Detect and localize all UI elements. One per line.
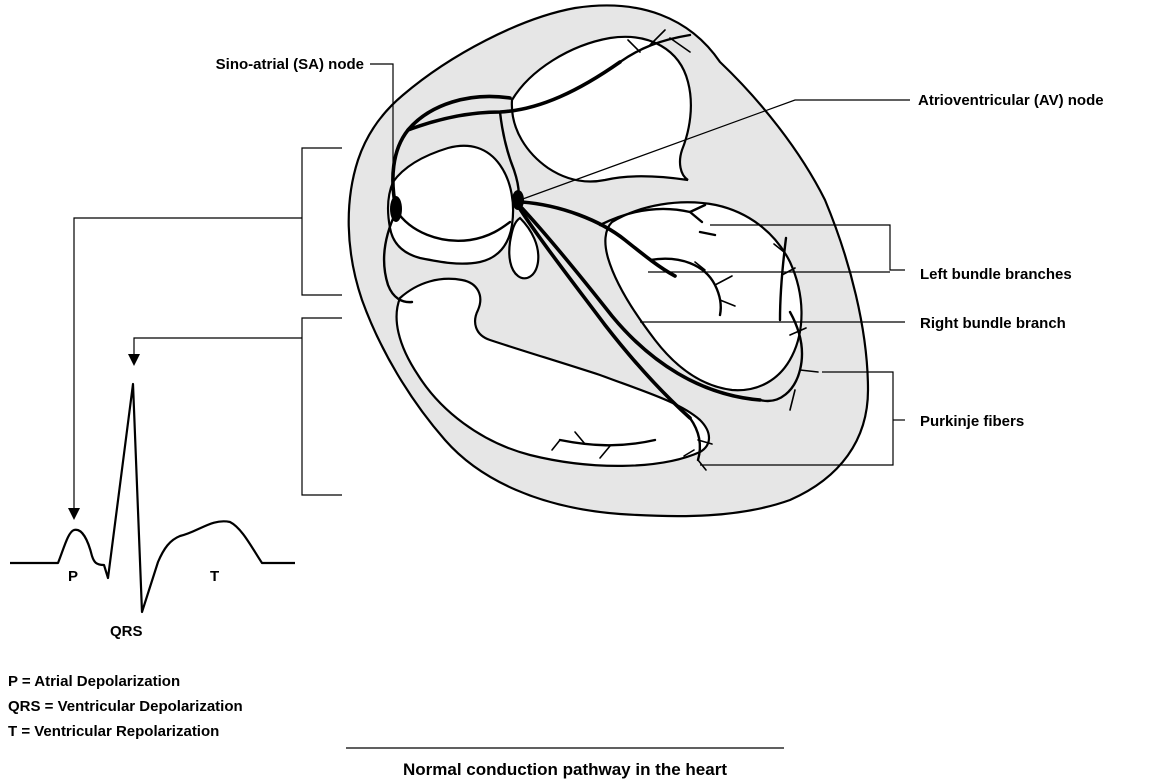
legend-line-t: T = Ventricular Repolarization (8, 723, 219, 740)
p-arrowhead (68, 508, 80, 520)
ecg-waveform: P QRS T (10, 384, 295, 640)
qrs-arrowhead (128, 354, 140, 366)
figure-caption: Normal conduction pathway in the heart (403, 760, 727, 779)
t-wave-label: T (210, 568, 219, 585)
p-wave-label: P (68, 568, 78, 585)
right-bundle-label: Right bundle branch (920, 315, 1066, 332)
purkinje-label: Purkinje fibers (920, 413, 1024, 430)
heart-illustration (349, 5, 868, 516)
sa-node (390, 196, 402, 222)
sa-node-label: Sino-atrial (SA) node (216, 56, 364, 73)
av-node-label: Atrioventricular (AV) node (918, 92, 1104, 109)
ecg-legend: P = Atrial Depolarization QRS = Ventricu… (8, 673, 243, 740)
qrs-label: QRS (110, 623, 143, 640)
legend-line-qrs: QRS = Ventricular Depolarization (8, 698, 243, 715)
left-bundle-label: Left bundle branches (920, 266, 1072, 283)
legend-line-p: P = Atrial Depolarization (8, 673, 180, 690)
